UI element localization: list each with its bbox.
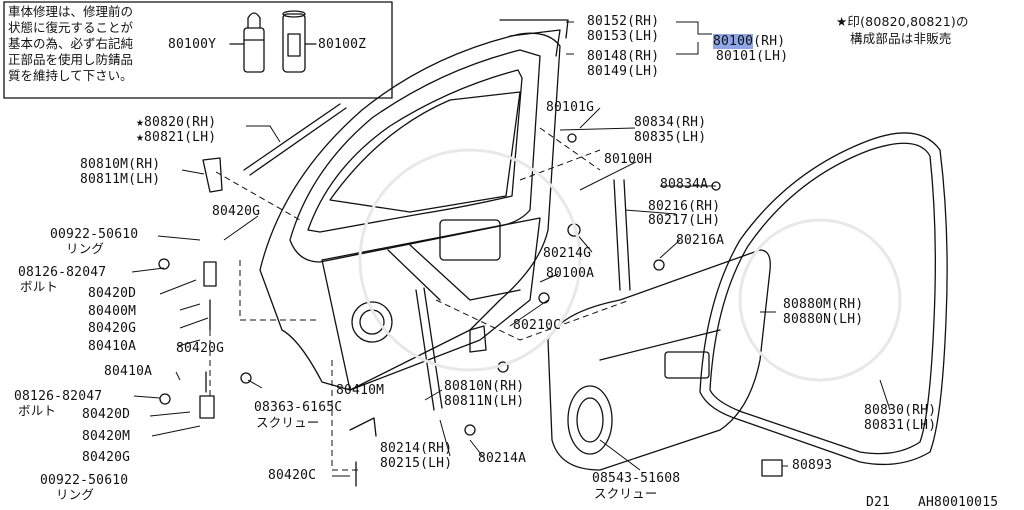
- part-label-80420G-top[interactable]: 80420G: [212, 204, 261, 219]
- part-label-00922-bottom[interactable]: 00922-50610: [40, 473, 129, 488]
- part-label-08543-sub: スクリュー: [594, 486, 658, 501]
- part-label-08543[interactable]: 08543-51608: [592, 471, 681, 486]
- part-label-80420G-mid[interactable]: 80420G: [88, 321, 137, 336]
- part-label-08126-top-sub: ボルト: [20, 279, 59, 294]
- window-regulator-rail: [415, 287, 443, 411]
- part-label-80214G[interactable]: 80214G: [543, 246, 592, 261]
- non-sale-note-line1: ★印(80820,80821)の: [836, 14, 969, 29]
- footer-model: D21: [866, 495, 891, 510]
- part-label-80214A[interactable]: 80214A: [478, 451, 527, 466]
- part-label-80880N[interactable]: 80880N(LH): [783, 312, 864, 327]
- patch-pad: [761, 459, 783, 477]
- non-sale-note-line2: 構成部品は非販売: [850, 31, 952, 46]
- upper-hinge: [203, 261, 217, 287]
- belt-moulding: [243, 103, 347, 176]
- lower-hinge: [199, 395, 215, 419]
- part-label-80215[interactable]: 80215(LH): [380, 456, 453, 471]
- part-label-80100Z[interactable]: 80100Z: [318, 37, 367, 52]
- part-label-80152[interactable]: 80152(RH): [587, 14, 660, 29]
- part-label-00922-top-sub: リング: [66, 241, 105, 256]
- part-label-80410A-bottom[interactable]: 80410A: [104, 364, 153, 379]
- note-box-frame: [3, 1, 393, 99]
- part-label-80810N[interactable]: 80810N(RH): [444, 379, 525, 394]
- part-label-08126-bottom[interactable]: 08126-82047: [14, 389, 103, 404]
- part-label-80821[interactable]: ★80821(LH): [136, 130, 217, 145]
- body-weatherstrip: [699, 132, 948, 466]
- part-label-80893[interactable]: 80893: [792, 458, 833, 473]
- part-label-80100A[interactable]: 80100A: [546, 266, 595, 281]
- part-label-80834[interactable]: 80834(RH): [634, 115, 707, 130]
- part-label-08126-top[interactable]: 08126-82047: [18, 265, 107, 280]
- part-label-80216[interactable]: 80216(RH): [648, 199, 721, 214]
- mirror-bracket: [202, 157, 223, 193]
- part-label-80100-side: (RH): [753, 34, 786, 49]
- part-label-08363-sub: スクリュー: [256, 415, 320, 430]
- part-label-80420C[interactable]: 80420C: [268, 468, 317, 483]
- part-label-80148[interactable]: 80148(RH): [587, 49, 660, 64]
- part-label-80811N[interactable]: 80811N(LH): [444, 394, 525, 409]
- part-label-80820[interactable]: ★80820(RH): [136, 115, 217, 130]
- part-label-08363[interactable]: 08363-6165C: [254, 400, 343, 415]
- part-label-80101G[interactable]: 80101G: [546, 100, 595, 115]
- part-label-80217[interactable]: 80217(LH): [648, 213, 721, 228]
- part-label-80420D-bottom[interactable]: 80420D: [82, 407, 131, 422]
- part-label-80880M[interactable]: 80880M(RH): [783, 297, 864, 312]
- part-label-80830[interactable]: 80830(RH): [864, 403, 937, 418]
- part-label-80216A[interactable]: 80216A: [676, 233, 725, 248]
- part-label-80149[interactable]: 80149(LH): [587, 64, 660, 79]
- part-label-80420D-top[interactable]: 80420D: [88, 286, 137, 301]
- door-trim-panel: [547, 249, 771, 471]
- spray-can-icon: [282, 10, 306, 73]
- rear-run-channel: [613, 179, 631, 291]
- part-label-80410M[interactable]: 80410M: [336, 383, 385, 398]
- part-label-00922-top[interactable]: 00922-50610: [50, 227, 139, 242]
- part-label-80420G-bottom[interactable]: 80420G: [82, 450, 131, 465]
- part-label-80101[interactable]: 80101(LH): [716, 49, 789, 64]
- door-glass: [329, 91, 521, 213]
- part-label-80831[interactable]: 80831(LH): [864, 418, 937, 433]
- part-label-80100Y[interactable]: 80100Y: [168, 37, 217, 52]
- part-label-80100[interactable]: 80100(RH): [713, 34, 786, 49]
- part-label-80420G-lower[interactable]: 80420G: [176, 341, 225, 356]
- part-label-80834A[interactable]: 80834A: [660, 177, 709, 192]
- part-label-80811M[interactable]: 80811M(LH): [80, 172, 161, 187]
- part-label-80100H[interactable]: 80100H: [604, 152, 653, 167]
- part-label-80400M[interactable]: 80400M: [88, 304, 137, 319]
- part-label-80835[interactable]: 80835(LH): [634, 130, 707, 145]
- repair-note: 車体修理は、修理前の 状態に復元することが 基本の為、必ず右記純 正部品を使用し…: [8, 4, 134, 83]
- part-label-08126-bottom-sub: ボルト: [18, 403, 57, 418]
- part-label-80410A-top[interactable]: 80410A: [88, 339, 137, 354]
- part-label-00922-bottom-sub: リング: [56, 487, 95, 502]
- part-label-80210C[interactable]: 80210C: [513, 318, 562, 333]
- part-label-80810M[interactable]: 80810M(RH): [80, 157, 161, 172]
- part-label-80153[interactable]: 80153(LH): [587, 29, 660, 44]
- watermark-emblem: [358, 148, 902, 382]
- touch-up-bottle-icon: [243, 12, 265, 73]
- part-label-80214[interactable]: 80214(RH): [380, 441, 453, 456]
- highlighted-part-number: 80100: [713, 34, 754, 49]
- footer-code: AH80010015: [918, 495, 999, 510]
- part-label-80420M[interactable]: 80420M: [82, 429, 131, 444]
